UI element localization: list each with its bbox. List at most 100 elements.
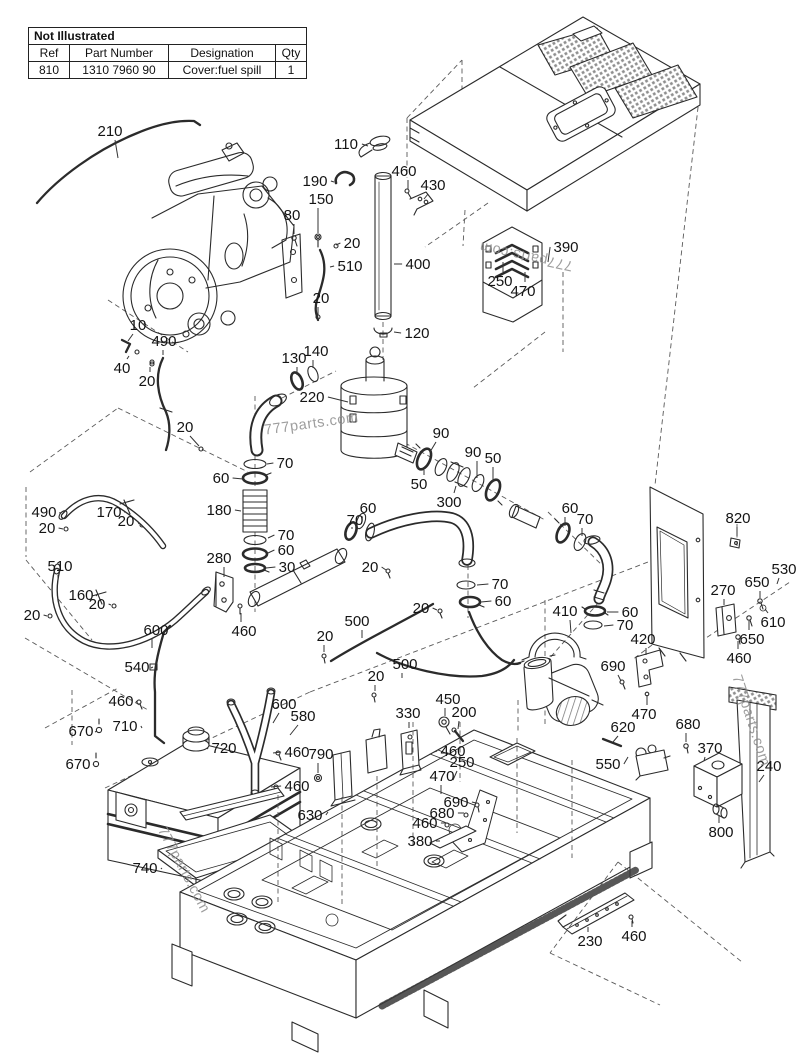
part-label-510: 510 — [337, 258, 362, 275]
part-label-70: 70 — [577, 511, 594, 528]
part-label-20: 20 — [89, 596, 106, 613]
part-label-630: 630 — [297, 807, 322, 824]
clip-820 — [729, 537, 741, 549]
leader-line — [569, 619, 572, 634]
cell-part-number: 1310 7960 90 — [69, 61, 169, 79]
intake-stack — [241, 393, 287, 574]
leader-line — [329, 265, 335, 268]
leader-line — [325, 811, 329, 816]
part-label-20: 20 — [177, 419, 194, 436]
part-label-720: 720 — [211, 740, 236, 757]
part-label-600: 600 — [143, 622, 168, 639]
leader-line — [764, 608, 769, 614]
leader-line — [330, 180, 335, 183]
part-label-460: 460 — [621, 928, 646, 945]
part-label-280: 280 — [206, 550, 231, 567]
part-label-470: 470 — [429, 768, 454, 785]
part-label-130: 130 — [281, 350, 306, 367]
part-label-70: 70 — [347, 512, 364, 529]
filler-caps — [223, 817, 445, 934]
pin-620 — [601, 737, 623, 748]
leader-line — [703, 756, 706, 762]
part-label-150: 150 — [308, 191, 333, 208]
part-label-220: 220 — [299, 389, 324, 406]
leader-line — [432, 607, 438, 611]
part-label-540: 540 — [124, 659, 149, 676]
bend-hose-right — [554, 518, 614, 630]
part-label-410: 410 — [552, 603, 577, 620]
intake-tube — [247, 547, 348, 608]
part-label-270: 270 — [710, 582, 735, 599]
leader-line — [272, 712, 280, 724]
leader-line — [289, 724, 299, 736]
air-cleaner — [340, 346, 418, 464]
part-label-490: 490 — [151, 333, 176, 350]
clamp-ring-chain — [415, 443, 541, 529]
leader-line — [267, 549, 275, 554]
part-label-90: 90 — [465, 444, 482, 461]
ladder-230 — [557, 892, 635, 935]
part-label-460: 460 — [284, 744, 309, 761]
leader-line — [189, 435, 200, 447]
dashed-drop-lines — [277, 722, 743, 1006]
part-label-460: 460 — [726, 650, 751, 667]
part-label-450: 450 — [435, 691, 460, 708]
leader-line — [95, 594, 98, 597]
leader-line — [327, 396, 349, 403]
part-label-460: 460 — [391, 163, 416, 180]
leader-line — [758, 774, 765, 783]
part-label-500: 500 — [344, 613, 369, 630]
part-label-20: 20 — [413, 600, 430, 617]
clamp-120 — [373, 327, 393, 338]
y-hose — [226, 687, 323, 797]
part-label-70: 70 — [492, 576, 509, 593]
part-label-170: 170 — [96, 504, 121, 521]
control-box-370 — [683, 743, 743, 819]
hose-right-down — [467, 610, 522, 666]
hose-mark — [159, 407, 173, 413]
leader-line — [471, 801, 477, 804]
part-label-500: 500 — [392, 656, 417, 673]
col-designation: Designation — [168, 44, 276, 62]
leader-line — [476, 583, 489, 586]
leader-line — [232, 477, 244, 480]
part-label-70: 70 — [277, 455, 294, 472]
muffler — [518, 654, 604, 727]
part-label-20: 20 — [313, 290, 330, 307]
part-label-820: 820 — [725, 510, 750, 527]
bracket-280 — [213, 571, 234, 613]
part-label-610: 610 — [760, 614, 785, 631]
bracket-420 — [619, 649, 664, 697]
leader-line — [92, 763, 95, 766]
clamp-bolts-20 — [47, 243, 443, 703]
part-label-20: 20 — [317, 628, 334, 645]
brackets-330-group — [330, 728, 422, 807]
part-label-20: 20 — [24, 607, 41, 624]
col-ref: Ref — [28, 44, 70, 62]
part-label-420: 420 — [630, 631, 655, 648]
part-label-460: 460 — [231, 623, 256, 640]
leader-line — [381, 566, 387, 571]
leader-line — [457, 720, 460, 730]
col-qty: Qty — [275, 44, 307, 62]
part-label-50: 50 — [411, 476, 428, 493]
leader-line — [547, 246, 551, 263]
leader-line — [433, 750, 438, 753]
part-label-210: 210 — [97, 123, 122, 140]
part-label-30: 30 — [279, 559, 296, 576]
hose-510-right — [314, 248, 326, 322]
leader-line — [127, 333, 134, 342]
leader-line — [135, 700, 138, 703]
part-label-460: 460 — [108, 693, 133, 710]
part-label-740: 740 — [132, 860, 157, 877]
part-label-300: 300 — [436, 494, 461, 511]
leader-line — [617, 674, 622, 682]
leader-line — [603, 624, 614, 627]
leader-line — [272, 751, 282, 754]
part-label-50: 50 — [485, 450, 502, 467]
base-frame — [171, 729, 653, 1053]
leader-line — [480, 600, 492, 603]
leader-line — [234, 509, 242, 512]
